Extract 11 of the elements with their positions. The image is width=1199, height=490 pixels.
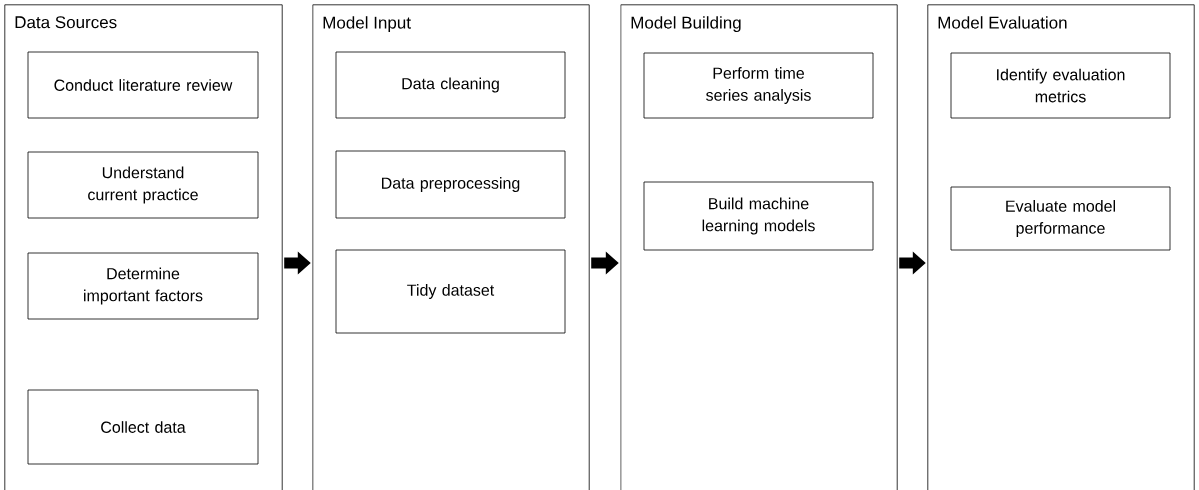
process-box: Perform time series analysis [643, 52, 874, 119]
process-box: Tidy dataset [335, 249, 566, 334]
process-box: Determine important factors [27, 252, 259, 320]
process-box: Conduct literature review [27, 51, 259, 119]
process-box: Build machine learning models [643, 181, 874, 251]
process-box: Data cleaning [335, 51, 566, 119]
process-box: Understand current practice [27, 151, 259, 219]
process-box: Collect data [27, 389, 259, 465]
process-box: Evaluate model performance [950, 186, 1171, 251]
process-box: Identify evaluation metrics [950, 52, 1171, 119]
process-box: Data preprocessing [335, 150, 566, 219]
